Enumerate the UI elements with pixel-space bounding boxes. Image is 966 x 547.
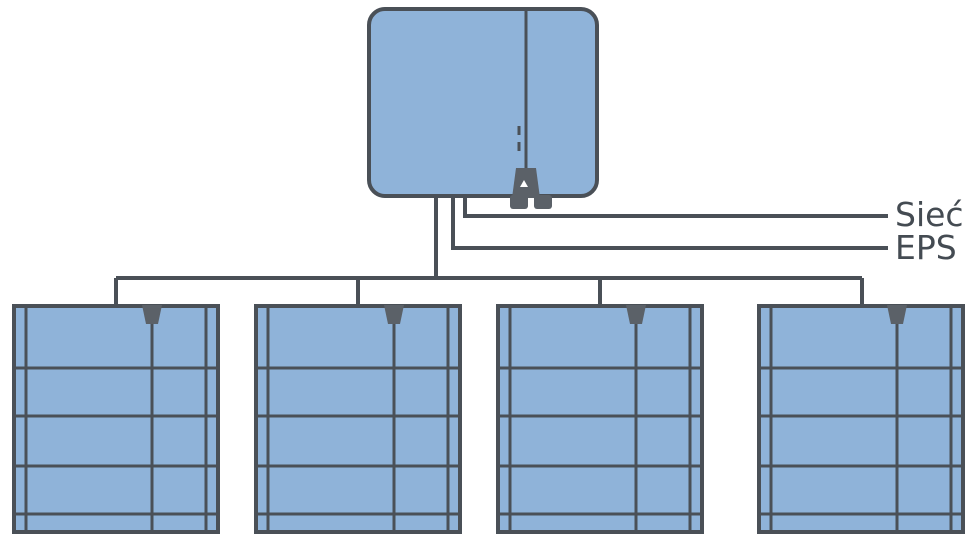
battery-module-4 <box>757 304 965 534</box>
eps-wire <box>451 196 888 250</box>
grid-wire <box>463 196 888 218</box>
battery-module-2 <box>254 304 462 534</box>
battery-module-3 <box>496 304 704 534</box>
output-label-eps: EPS <box>895 228 957 267</box>
battery-body <box>254 304 462 534</box>
battery-body <box>757 304 965 534</box>
battery-group <box>12 304 965 534</box>
battery-connector-icon <box>626 305 646 324</box>
battery-connector-icon <box>142 305 162 324</box>
output-label-grid: Sieć <box>895 195 964 234</box>
battery-connector-icon <box>887 305 907 324</box>
inverter <box>367 7 599 209</box>
battery-connector-icon <box>384 305 404 324</box>
bus-wiring <box>114 196 864 306</box>
battery-module-1 <box>12 304 220 534</box>
inverter-body <box>367 7 599 198</box>
battery-body <box>496 304 704 534</box>
battery-body <box>12 304 220 534</box>
inverter-connector-icon <box>510 168 552 209</box>
output-wiring <box>451 196 888 250</box>
